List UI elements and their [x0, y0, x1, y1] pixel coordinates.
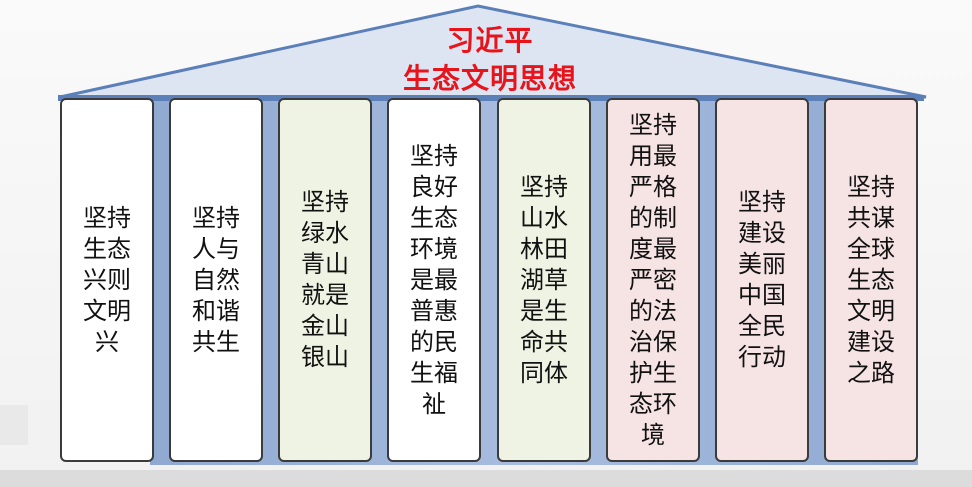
pillar-8: 坚持 共谋 全球 生态 文明 建设 之路 — [824, 98, 918, 462]
roof-beam — [58, 95, 924, 101]
pillar-text: 坚持 良好 生态 环境 是最 普惠 的民 生福 祉 — [410, 141, 458, 418]
pillar-4: 坚持 良好 生态 环境 是最 普惠 的民 生福 祉 — [387, 98, 481, 462]
pillar-text: 坚持 山水 林田 湖草 是生 命共 同体 — [520, 172, 568, 387]
pillar-1: 坚持 生态 兴则 文明 兴 — [60, 98, 154, 462]
pillar-text: 坚持 用最 严格 的制 度最 严密 的法 治保 护生 态环 境 — [629, 110, 677, 449]
title-line-1: 习近平 — [446, 24, 534, 57]
pillar-3: 坚持 绿水 青山 就是 金山 银山 — [278, 98, 372, 462]
pillar-text: 坚持 建设 美丽 中国 全民 行动 — [738, 188, 786, 371]
bottom-strip — [0, 470, 972, 487]
pillar-text: 坚持 生态 兴则 文明 兴 — [83, 203, 131, 356]
title-line-2: 生态文明思想 — [402, 62, 577, 95]
pillar-2: 坚持 人与 自然 和谐 共生 — [169, 98, 263, 462]
pillar-text: 坚持 共谋 全球 生态 文明 建设 之路 — [847, 172, 895, 387]
left-edge-mark — [0, 405, 28, 445]
pillar-5: 坚持 山水 林田 湖草 是生 命共 同体 — [497, 98, 591, 462]
pillar-text: 坚持 绿水 青山 就是 金山 银山 — [301, 188, 349, 371]
pillar-6: 坚持 用最 严格 的制 度最 严密 的法 治保 护生 态环 境 — [606, 98, 700, 462]
pillar-text: 坚持 人与 自然 和谐 共生 — [192, 203, 240, 356]
pillar-7: 坚持 建设 美丽 中国 全民 行动 — [715, 98, 809, 462]
